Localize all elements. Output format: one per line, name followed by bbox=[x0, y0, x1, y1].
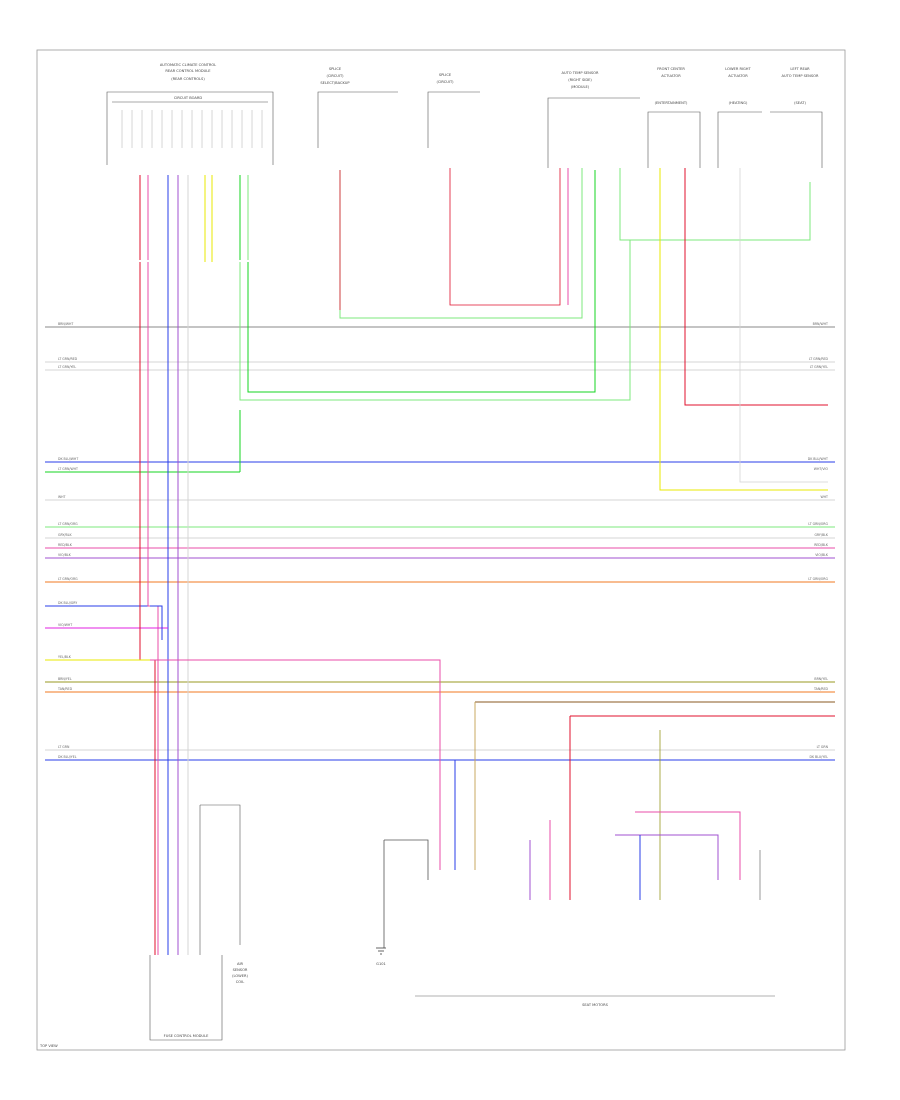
bus-right-label-16: LT GRN bbox=[817, 745, 829, 749]
bus-left-label-12: VIO/WHT bbox=[58, 623, 72, 627]
bus-left-label-0: BRN/WHT bbox=[58, 322, 73, 326]
module-d-green bbox=[619, 168, 811, 241]
module-b-title-3: SELECT/BACKUP bbox=[320, 81, 350, 85]
bus-right-label-2: LT GRN/YEL bbox=[810, 365, 828, 369]
module-a-title-3: (REAR CONTROLS) bbox=[171, 77, 205, 81]
bus-right-label-4: WHT/VIO bbox=[814, 467, 829, 471]
bus-left-label-5: WHT bbox=[58, 495, 66, 499]
bus-right-label-3: DK BLU/WHT bbox=[808, 457, 828, 461]
bus-left-label-7: GRY/BLK bbox=[58, 533, 72, 537]
module-e-title-1: FRONT CENTER bbox=[657, 67, 685, 71]
sensor-bottom-4: COIL bbox=[236, 980, 244, 984]
bus-left-label-8: RED/BLK bbox=[58, 543, 73, 547]
module-d-title-2: (RIGHT SIDE) bbox=[568, 78, 592, 82]
bus-right-label-5: WHT bbox=[821, 495, 829, 499]
module-b-title-1: SPLICE bbox=[329, 67, 342, 71]
corner-tag: TOP VIEW bbox=[39, 1044, 58, 1048]
module-b-bracket bbox=[317, 91, 398, 148]
module-d-bracket bbox=[547, 97, 640, 168]
module-c-red bbox=[449, 168, 561, 306]
diagram-frame bbox=[36, 49, 846, 1051]
module-g-title-1: LEFT REAR bbox=[790, 67, 810, 71]
green-loop-2 bbox=[247, 170, 596, 393]
module-b-title-2: (CIRCUIT) bbox=[326, 74, 344, 78]
pink-cross bbox=[150, 659, 441, 870]
sensor-bottom-3: (LOWER) bbox=[232, 974, 248, 978]
module-g-title-3: (SEAT) bbox=[794, 101, 806, 105]
actuator-group-label: SEAT MOTORS bbox=[582, 1003, 609, 1007]
bus-right-label-10: LT GRN/ORG bbox=[808, 577, 828, 581]
bus-left-label-14: BRN/YEL bbox=[58, 677, 72, 681]
bus-right-label-1: LT GRN/RED bbox=[809, 357, 829, 361]
ground-branch bbox=[384, 839, 429, 880]
module-c-title-2: (CIRCUIT) bbox=[436, 80, 454, 84]
bus-right-label-7: GRY/BLK bbox=[814, 533, 828, 537]
bus-right-label-6: LT GRN/ORG bbox=[808, 522, 828, 526]
module-d-title-1: AUTO TEMP SENSOR bbox=[562, 71, 599, 75]
bus-left-label-17: DK BLU/YEL bbox=[58, 755, 77, 759]
ground-symbol bbox=[376, 947, 386, 955]
module-f-gray bbox=[739, 168, 828, 483]
module-e-red bbox=[684, 168, 828, 406]
ground-label: G101 bbox=[376, 962, 386, 966]
bus-left-label-3: DK BLU/WHT bbox=[58, 457, 78, 461]
bus-left-label-9: VIO/BLK bbox=[58, 553, 72, 557]
sensor-wire bbox=[200, 804, 241, 945]
bus-left-label-1: LT GRN/RED bbox=[58, 357, 78, 361]
bus-left-label-15: TAN/RED bbox=[57, 687, 73, 691]
bus-left-label-11: DK BLU/GRY bbox=[58, 601, 77, 605]
bus-right-label-9: VIO/BLK bbox=[815, 553, 829, 557]
module-e-bracket bbox=[647, 111, 701, 168]
bus-right-label-17: DK BLU/YEL bbox=[809, 755, 828, 759]
sensor-bottom-2: SENSOR bbox=[233, 968, 248, 972]
wires-layer bbox=[45, 110, 835, 955]
blue-link bbox=[150, 605, 163, 640]
module-f-title-1: LOWER RIGHT bbox=[725, 67, 751, 71]
sensor-bottom-1: AIR bbox=[237, 962, 244, 966]
bus-right-label-14: BRN/YEL bbox=[814, 677, 828, 681]
bus-left-label-16: LT GRN bbox=[58, 745, 70, 749]
fuse-module-title: FUSE CONTROL MODULE bbox=[164, 1034, 209, 1038]
module-d-title-3: (MODULE) bbox=[571, 85, 590, 89]
bus-right-label-8: RED/BLK bbox=[814, 543, 829, 547]
bus-left-label-2: LT GRN/YEL bbox=[58, 365, 76, 369]
module-e-title-3: (ENTERTAINMENT) bbox=[655, 101, 688, 105]
bus-left-label-4: LT GRN/WHT bbox=[58, 467, 78, 471]
fuse-module-bracket bbox=[149, 955, 223, 1041]
bus-left-label-6: LT GRN/ORG bbox=[58, 522, 78, 526]
module-a-sub: CIRCUIT BOARD bbox=[174, 96, 203, 100]
seat-pink-2 bbox=[635, 811, 741, 880]
module-a-bracket bbox=[106, 91, 274, 165]
module-f-bracket bbox=[717, 111, 762, 168]
module-c-title-1: SPLICE bbox=[439, 73, 452, 77]
module-e-title-2: ACTUATOR bbox=[661, 74, 681, 78]
module-g-title-2: AUTO TEMP SENSOR bbox=[782, 74, 819, 78]
module-f-title-3: (HEATING) bbox=[729, 101, 748, 105]
module-g-bracket bbox=[770, 111, 823, 168]
module-a-title-1: AUTOMATIC CLIMATE CONTROL bbox=[160, 63, 216, 67]
module-f-title-2: ACTUATOR bbox=[728, 74, 748, 78]
bus-left-label-13: YEL/BLK bbox=[58, 655, 72, 659]
module-e-yellow bbox=[659, 168, 828, 491]
module-a-title-2: REAR CONTROL MODULE bbox=[165, 69, 211, 73]
bus-right-label-0: BRN/WHT bbox=[813, 322, 828, 326]
bus-left-label-10: LT GRN/ORG bbox=[58, 577, 78, 581]
module-c-bracket bbox=[427, 91, 480, 148]
bus-right-label-15: TAN/RED bbox=[813, 687, 829, 691]
seat-violet-2 bbox=[615, 834, 719, 880]
bus-labels-layer: BRN/WHT BRN/WHT LT GRN/RED LT GRN/RED LT GRN… bbox=[57, 322, 829, 759]
green-loop-1 bbox=[239, 240, 631, 401]
